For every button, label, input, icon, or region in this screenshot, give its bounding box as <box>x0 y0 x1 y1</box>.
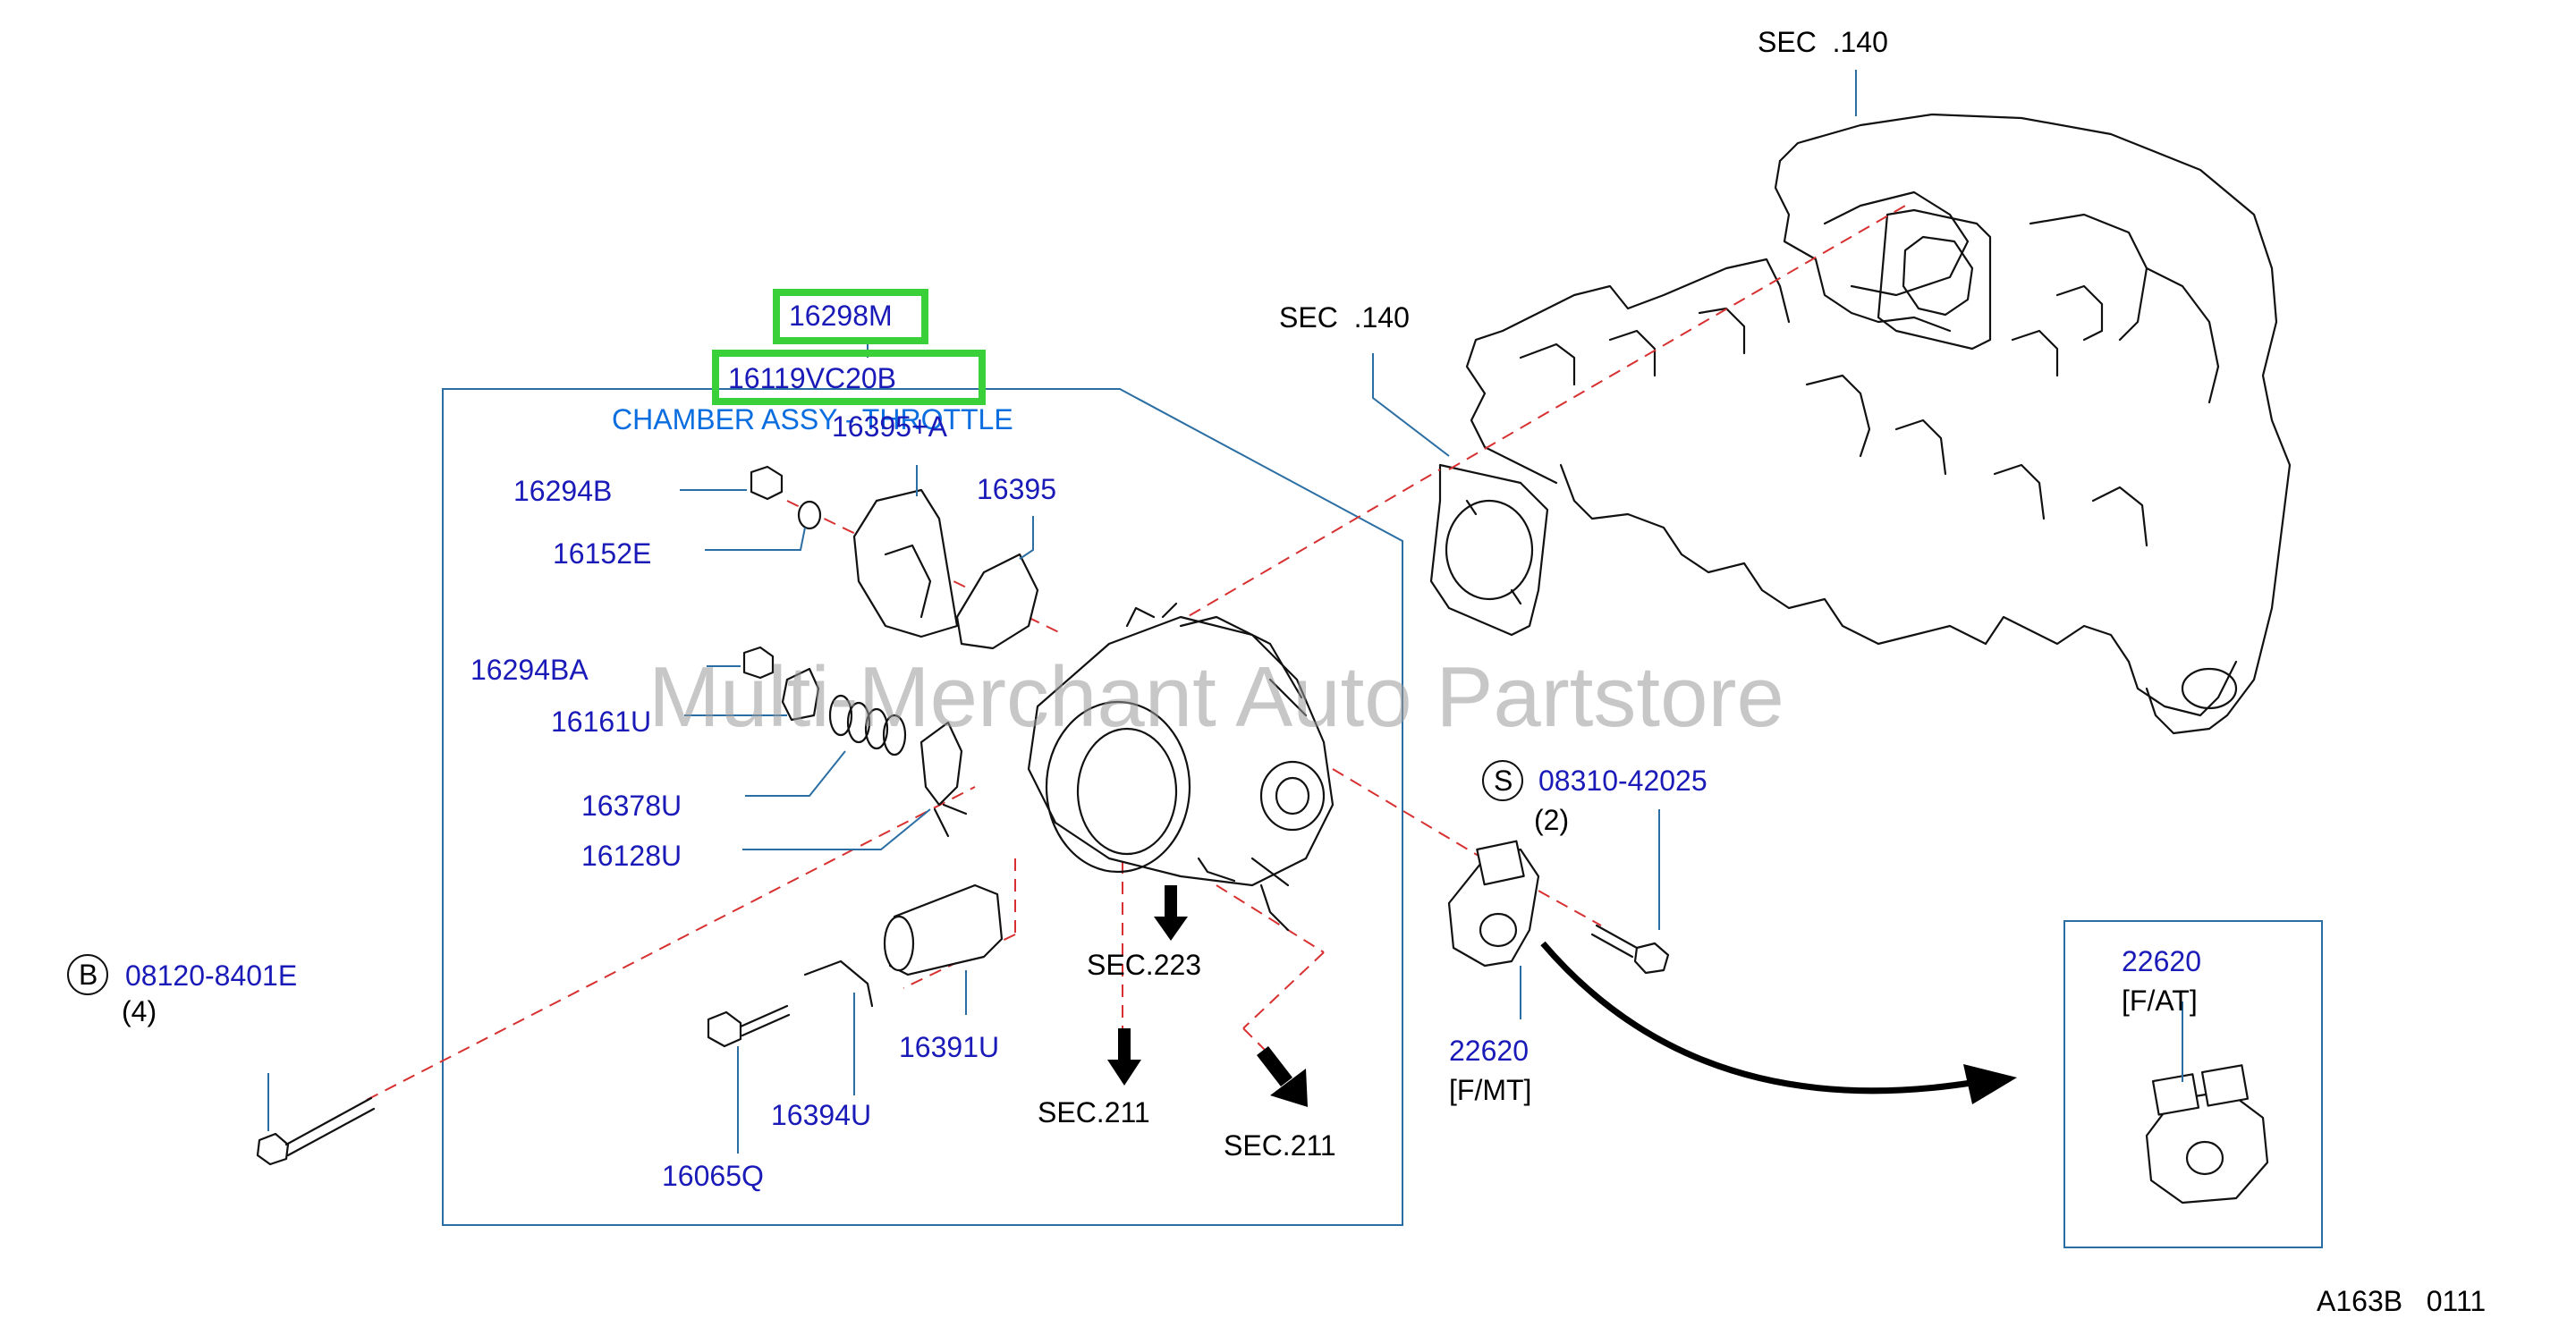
gasket-drawing <box>1429 463 1549 637</box>
part-22620-at-note: [F/AT] <box>2122 985 2198 1017</box>
part-08310-42025-label[interactable]: 08310-42025 <box>1538 765 1707 797</box>
prefix-b-circle <box>67 954 108 995</box>
part-16119VC20B-label[interactable]: 16119VC20B <box>728 362 896 394</box>
diagram-title: CHAMBER ASSY - THROTTLE <box>612 403 1013 435</box>
part-16394U-label[interactable]: 16394U <box>771 1099 871 1131</box>
part-16152E-label[interactable]: 16152E <box>553 537 651 570</box>
leader-lines <box>267 70 2183 1154</box>
highlight-box-16298M <box>773 289 928 344</box>
figure-code: A163B 0111 <box>2317 1285 2486 1317</box>
throttle-body-drawing <box>1027 602 1335 932</box>
part-22620-mt-label[interactable]: 22620 <box>1449 1035 1529 1067</box>
part-16395-label[interactable]: 16395 <box>977 473 1056 505</box>
part-08120-qty: (4) <box>122 995 157 1027</box>
part-22620-at-label[interactable]: 22620 <box>2122 945 2201 977</box>
prefix-s-circle <box>1482 760 1523 801</box>
section-ref-sec140-gasket[interactable]: SEC .140 <box>1279 301 1410 334</box>
intake-manifold-drawing <box>1465 113 2292 735</box>
part-08120-8401E-label[interactable]: 08120-8401E <box>125 959 297 992</box>
prefix-b: B <box>79 959 97 991</box>
section-ref-sec211-left[interactable]: SEC.211 <box>1038 1096 1150 1128</box>
part-16128U-label[interactable]: 16128U <box>581 840 682 872</box>
parts-frame <box>442 388 1403 1226</box>
part-08310-qty: (2) <box>1534 804 1569 836</box>
part-16378U-label[interactable]: 16378U <box>581 790 682 822</box>
part-16395A-label[interactable]: 16395+A <box>832 410 948 443</box>
sec211-right-arrow <box>1257 1046 1308 1107</box>
small-parts-drawings <box>256 465 1670 1166</box>
part-16065Q-label[interactable]: 16065Q <box>662 1160 764 1192</box>
prefix-s: S <box>1494 765 1513 797</box>
section-ref-sec223[interactable]: SEC.223 <box>1087 949 1201 981</box>
highlight-box-16119VC20B <box>712 350 986 405</box>
alt-part-box <box>2063 920 2323 1248</box>
part-16391U-label[interactable]: 16391U <box>899 1031 999 1063</box>
curved-arrow <box>1540 941 2017 1104</box>
part-16298M-label[interactable]: 16298M <box>789 300 893 332</box>
sec211-left-arrow <box>1107 1028 1141 1086</box>
part-16294BA-label[interactable]: 16294BA <box>470 654 589 686</box>
section-ref-sec140-top[interactable]: SEC .140 <box>1758 26 1888 58</box>
watermark: Multi-Merchant Auto Partstore <box>648 649 1784 745</box>
part-16161U-label[interactable]: 16161U <box>551 706 651 738</box>
throttle-sensor-at-drawing <box>2145 1064 2269 1204</box>
throttle-sensor-mt-drawing <box>1447 840 1540 968</box>
section-ref-sec211-right[interactable]: SEC.211 <box>1224 1129 1336 1162</box>
part-16294B-label[interactable]: 16294B <box>513 475 612 507</box>
sec223-arrow <box>1154 885 1188 941</box>
part-22620-mt-note: [F/MT] <box>1449 1074 1531 1106</box>
